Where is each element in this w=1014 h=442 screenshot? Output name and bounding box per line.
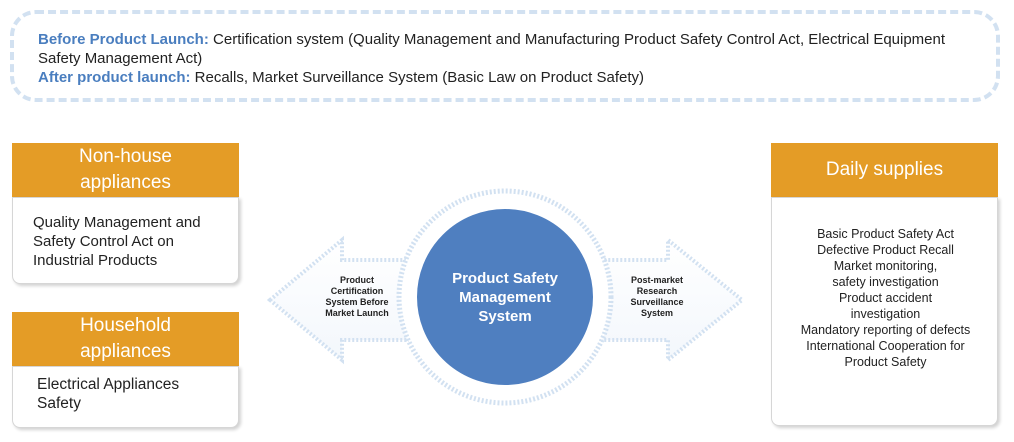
- household-appliances-title: Household appliances: [80, 315, 171, 362]
- list-item: Market monitoring, safety investigation: [832, 259, 939, 289]
- list-item: Product accident investigation: [838, 291, 933, 321]
- non-house-appliances-title: Non-house appliances: [79, 146, 172, 193]
- non-house-appliances-header: Non-house appliances: [12, 143, 239, 197]
- list-item: Basic Product Safety Act: [817, 227, 954, 241]
- banner-before-line: Before Product Launch: Certification sys…: [38, 30, 988, 68]
- right-arrow-label: Post-market Research Surveillance System: [630, 275, 684, 318]
- after-launch-text: Recalls, Market Surveillance System (Bas…: [190, 69, 645, 86]
- banner-after-line: After product launch: Recalls, Market Su…: [38, 68, 988, 87]
- list-item: International Cooperation for Product Sa…: [806, 339, 965, 369]
- after-launch-label: After product launch:: [38, 69, 191, 86]
- daily-supplies-list: Basic Product Safety Act Defective Produ…: [778, 226, 993, 370]
- household-appliances-header: Household appliances: [12, 312, 239, 366]
- before-launch-label: Before Product Launch:: [38, 31, 209, 48]
- top-banner: Before Product Launch: Certification sys…: [10, 10, 1000, 102]
- left-arrow-label: Product Certification System Before Mark…: [325, 275, 389, 318]
- list-item: Mandatory reporting of defects: [800, 323, 971, 337]
- non-house-appliances-body: Quality Management and Safety Control Ac…: [12, 197, 239, 284]
- household-appliances-body: Electrical Appliances Safety: [12, 366, 239, 428]
- list-item: Defective Product Recall: [817, 243, 954, 257]
- daily-supplies-body: Basic Product Safety Act Defective Produ…: [771, 197, 998, 426]
- center-title: Product Safety Management System: [452, 269, 558, 325]
- center-circle: Product Safety Management System: [414, 206, 596, 388]
- before-launch-text: Certification system (Quality Management…: [38, 31, 946, 67]
- household-appliances-text: Electrical Appliances Safety: [37, 376, 180, 412]
- daily-supplies-header: Daily supplies: [771, 143, 998, 197]
- banner-text: Before Product Launch: Certification sys…: [38, 30, 988, 87]
- daily-supplies-title: Daily supplies: [825, 159, 944, 180]
- non-house-appliances-text: Quality Management and Safety Control Ac…: [33, 214, 201, 269]
